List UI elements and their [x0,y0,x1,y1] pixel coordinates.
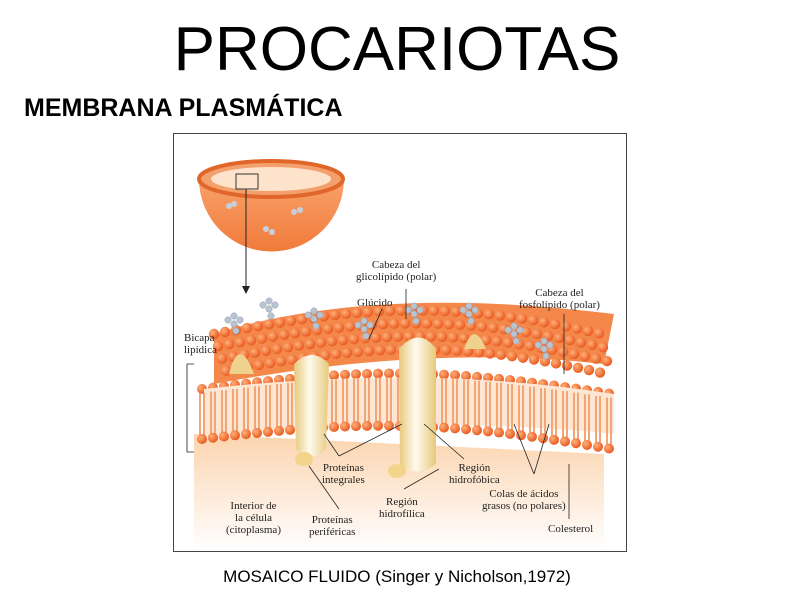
surface-protein-2 [464,334,486,349]
zoom-arrowhead [242,286,250,294]
label-phospholipid-head: Cabeza del fosfolípido (polar) [519,287,600,311]
label-cell-interior: Interior de la célula (citoplasma) [226,500,281,536]
label-peripheral-proteins: Proteínas periféricas [309,514,356,538]
label-fatty-acid-tails: Colas de ácidos grasos (no polares) [482,488,566,512]
slide-subtitle: MEMBRANA PLASMÁTICA [24,94,343,122]
label-cholesterol: Colesterol [548,523,594,535]
label-glucido: Glúcido [357,297,393,309]
peripheral-protein-left [295,452,313,466]
membrane-diagram: Cabeza del glicolípido (polar) Glúcido C… [173,133,627,552]
peripheral-protein-right [388,464,406,478]
membrane-illustration [186,159,614,551]
label-integral-proteins: Proteínas integrales [322,462,365,486]
surface-protein [229,354,254,374]
label-glycolipid-head: Cabeza del glicolípido (polar) [356,259,437,283]
glycan-chains [224,297,554,360]
label-hydrophilic-region: Región hidrofílica [379,496,425,520]
label-leaders [186,289,570,519]
slide-caption: MOSAICO FLUIDO (Singer y Nicholson,1972) [223,567,571,586]
integral-protein-center [399,337,436,472]
cell-hemisphere [197,159,345,252]
integral-protein-left [294,355,329,457]
label-hydrophobic-region: Región hidrofóbica [449,462,500,486]
label-lipid-bilayer: Bicapa lipídica [184,332,217,356]
slide-title: PROCARIOTAS [173,15,621,84]
cytoplasm-area [194,434,604,551]
